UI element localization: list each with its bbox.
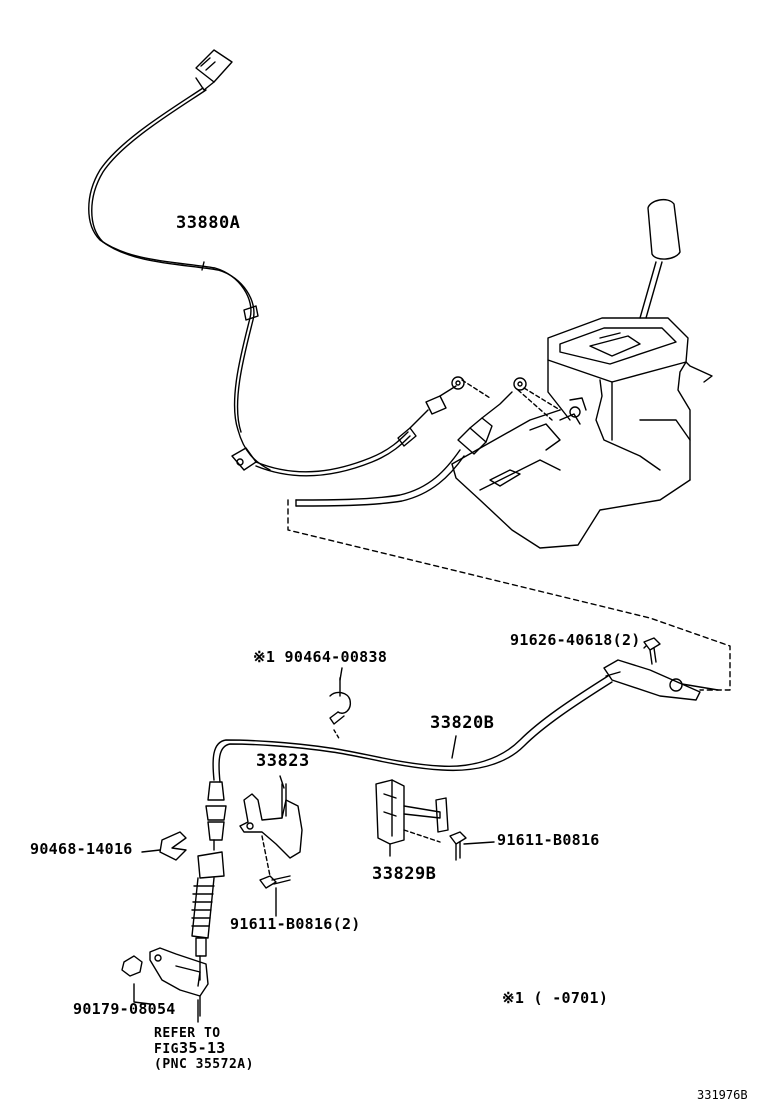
label-footnote: ※1 ( -0701): [502, 989, 609, 1007]
label-33880A: 33880A: [176, 213, 241, 233]
label-33820B: 33820B: [430, 713, 495, 733]
label-bolt-right: 91611-B0816: [497, 831, 600, 849]
refer-fig-number: 35-13: [178, 1039, 226, 1057]
harness-wire: [88, 87, 271, 471]
label-bolt-left: 91611-B0816(2): [230, 915, 361, 933]
label-nut: 90179-08054: [73, 1000, 176, 1018]
shift-lever: [639, 198, 681, 319]
refer-line-1: REFER TO: [154, 1026, 221, 1041]
cable-boot: [191, 877, 215, 939]
label-33829B: 33829B: [372, 864, 437, 884]
label-33823: 33823: [256, 751, 310, 771]
connector-plug: [195, 49, 233, 91]
refer-fig-prefix: FIG: [154, 1042, 179, 1057]
refer-line-2: FIG35-13: [154, 1040, 226, 1058]
figure-id: 331976B: [697, 1088, 748, 1102]
bracket-33829B: [375, 779, 449, 857]
label-bolt-top: 91626-40618(2): [510, 631, 641, 649]
shifter-housing: [451, 317, 713, 549]
bolt-91626: [643, 637, 661, 665]
label-clip-note: ※1 90464-00838: [253, 648, 388, 666]
clip-90464: [329, 677, 352, 741]
label-clip-left: 90468-14016: [30, 840, 133, 858]
bottom-bracket: [149, 947, 209, 1017]
bracket-33823: [239, 783, 303, 877]
refer-line-3: (PNC 35572A): [154, 1057, 254, 1072]
cable-lever-plate: [603, 659, 719, 701]
